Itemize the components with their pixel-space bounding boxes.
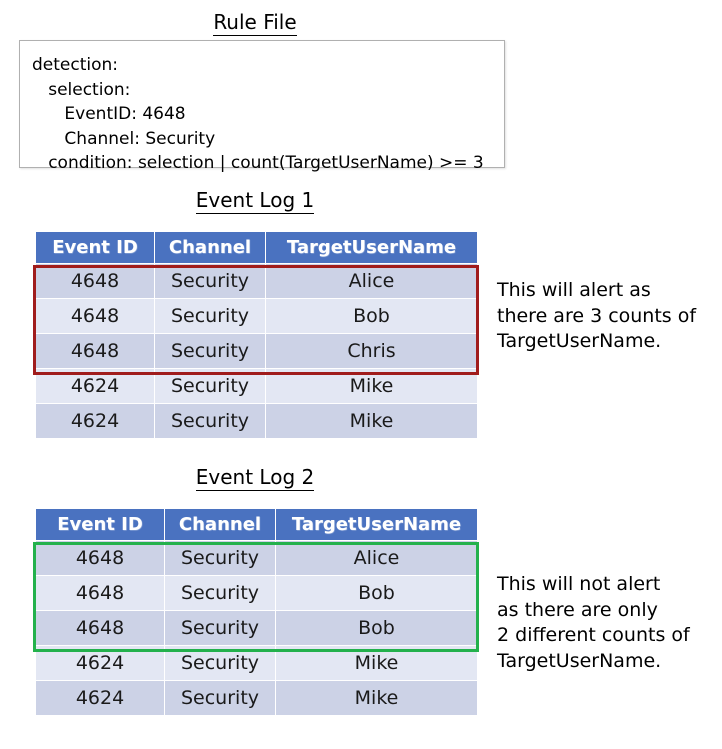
column-header-target-user-name: TargetUserName — [276, 509, 477, 540]
table-row: 4624 Security Mike — [36, 681, 477, 715]
cell-target-user-name: Mike — [276, 646, 477, 680]
table-header-row: Event ID Channel TargetUserName — [36, 232, 477, 263]
table-row: 4648 Security Chris — [36, 334, 477, 368]
table-row: 4624 Security Mike — [36, 369, 477, 403]
event-log-1-annotation: This will alert as there are 3 counts of… — [497, 279, 697, 352]
table-row: 4648 Security Alice — [36, 264, 477, 298]
table-row: 4648 Security Bob — [36, 299, 477, 333]
cell-channel: Security — [155, 334, 265, 368]
cell-target-user-name: Bob — [276, 576, 477, 610]
cell-event-id: 4648 — [36, 334, 154, 368]
column-header-channel: Channel — [155, 232, 265, 263]
cell-channel: Security — [155, 299, 265, 333]
cell-event-id: 4648 — [36, 264, 154, 298]
column-header-event-id: Event ID — [36, 232, 154, 263]
cell-event-id: 4648 — [36, 611, 164, 645]
cell-channel: Security — [155, 369, 265, 403]
cell-event-id: 4648 — [36, 576, 164, 610]
cell-channel: Security — [165, 576, 275, 610]
table-row: 4648 Security Bob — [36, 576, 477, 610]
cell-target-user-name: Mike — [276, 681, 477, 715]
cell-target-user-name: Mike — [266, 369, 477, 403]
column-header-event-id: Event ID — [36, 509, 164, 540]
event-log-2-title: Event Log 2 — [0, 465, 510, 491]
cell-event-id: 4624 — [36, 404, 154, 438]
cell-channel: Security — [165, 681, 275, 715]
event-log-2-title-text: Event Log 2 — [195, 465, 315, 491]
event-log-1-title: Event Log 1 — [0, 188, 510, 214]
cell-target-user-name: Alice — [276, 541, 477, 575]
cell-target-user-name: Mike — [266, 404, 477, 438]
cell-event-id: 4648 — [36, 541, 164, 575]
table-row: 4648 Security Bob — [36, 611, 477, 645]
column-header-channel: Channel — [165, 509, 275, 540]
cell-event-id: 4624 — [36, 646, 164, 680]
rule-file-title-text: Rule File — [213, 10, 297, 36]
cell-event-id: 4624 — [36, 369, 154, 403]
table-header-row: Event ID Channel TargetUserName — [36, 509, 477, 540]
column-header-target-user-name: TargetUserName — [266, 232, 477, 263]
cell-target-user-name: Alice — [266, 264, 477, 298]
cell-target-user-name: Bob — [266, 299, 477, 333]
event-log-2-annotation: This will not alert as there are only 2 … — [497, 573, 690, 672]
cell-event-id: 4648 — [36, 299, 154, 333]
cell-target-user-name: Chris — [266, 334, 477, 368]
rule-file-content: detection: selection: EventID: 4648 Chan… — [32, 55, 484, 173]
cell-channel: Security — [165, 646, 275, 680]
event-log-1-title-text: Event Log 1 — [195, 188, 315, 214]
cell-target-user-name: Bob — [276, 611, 477, 645]
cell-channel: Security — [165, 541, 275, 575]
rule-file-box: detection: selection: EventID: 4648 Chan… — [19, 40, 505, 173]
rule-file-title: Rule File — [0, 10, 510, 36]
table-row: 4624 Security Mike — [36, 646, 477, 680]
table-row: 4624 Security Mike — [36, 404, 477, 438]
event-log-2-table: Event ID Channel TargetUserName 4648 Sec… — [35, 508, 478, 716]
cell-channel: Security — [165, 611, 275, 645]
cell-channel: Security — [155, 264, 265, 298]
event-log-1-table: Event ID Channel TargetUserName 4648 Sec… — [35, 231, 478, 439]
table-row: 4648 Security Alice — [36, 541, 477, 575]
cell-event-id: 4624 — [36, 681, 164, 715]
cell-channel: Security — [155, 404, 265, 438]
